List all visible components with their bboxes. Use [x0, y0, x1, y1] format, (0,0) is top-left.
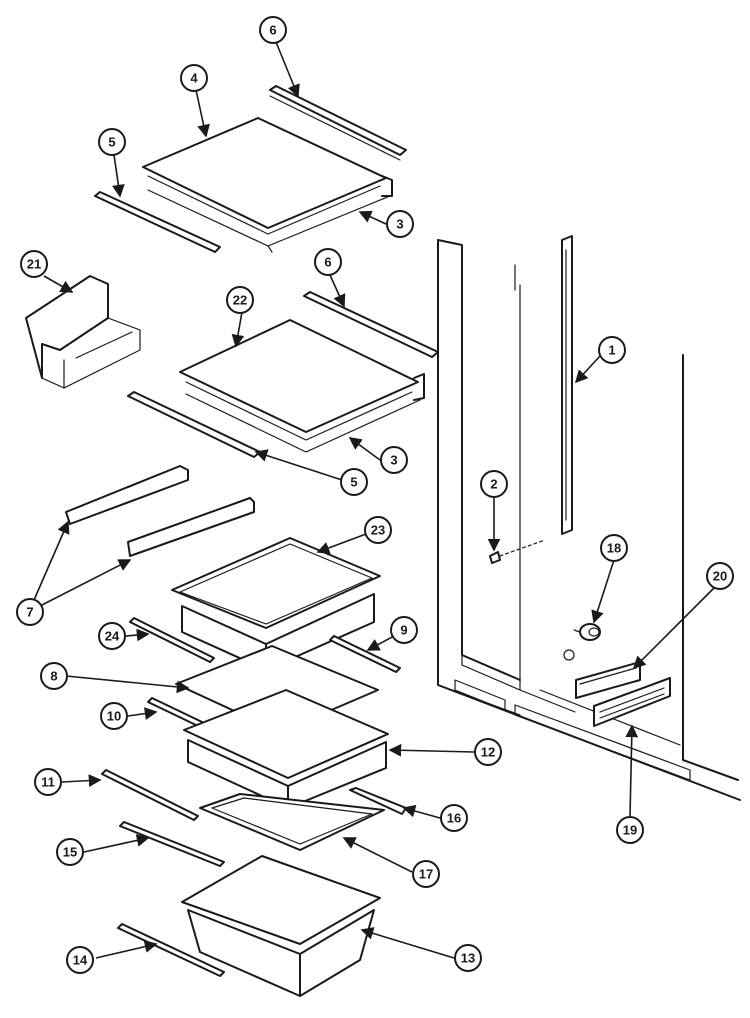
- callout-17: 17: [412, 860, 440, 888]
- svg-text:12: 12: [481, 745, 495, 760]
- callout-18: 18: [600, 534, 628, 562]
- leader-lines: [33, 41, 717, 959]
- callout-3-top: 3: [386, 210, 414, 238]
- callout-19: 19: [616, 816, 644, 844]
- callout-13: 13: [454, 944, 482, 972]
- shelf-rail-top-right: [269, 85, 407, 161]
- shelf-rail-top-left: [94, 191, 221, 253]
- svg-text:21: 21: [27, 257, 41, 272]
- shelf-rail-middle-right: [303, 291, 439, 358]
- svg-text:16: 16: [447, 811, 461, 826]
- light-shield: [593, 677, 671, 727]
- glass-shelf-middle: [179, 319, 421, 453]
- callout-4: 4: [180, 64, 208, 92]
- pan-rail-left: [101, 769, 199, 821]
- svg-text:10: 10: [107, 709, 121, 724]
- shelf-frame-top: [267, 175, 393, 253]
- callout-5-middle: 5: [340, 468, 368, 496]
- svg-text:22: 22: [233, 293, 247, 308]
- svg-text:14: 14: [73, 953, 88, 968]
- svg-text:23: 23: [371, 523, 385, 538]
- callout-6-top: 6: [259, 16, 287, 44]
- callout-3-middle: 3: [380, 446, 408, 474]
- svg-text:1: 1: [608, 343, 615, 358]
- callout-5-top: 5: [98, 128, 126, 156]
- svg-text:20: 20: [713, 569, 727, 584]
- callout-22: 22: [226, 286, 254, 314]
- shelf-frame-middle: [413, 373, 425, 401]
- control-knob: [563, 623, 601, 661]
- svg-text:13: 13: [461, 951, 475, 966]
- svg-text:11: 11: [41, 775, 55, 790]
- cabinet-liner: [437, 239, 741, 801]
- light-bracket: [575, 661, 641, 699]
- crisper-rail-left: [129, 617, 215, 663]
- callout-6-middle: 6: [314, 248, 342, 276]
- callout-15: 15: [56, 838, 84, 866]
- svg-text:17: 17: [419, 867, 433, 882]
- svg-text:7: 7: [26, 605, 33, 620]
- pan-rail-bottom: [117, 923, 225, 977]
- svg-text:4: 4: [190, 71, 198, 86]
- svg-text:5: 5: [350, 475, 357, 490]
- callout-14: 14: [66, 946, 94, 974]
- callout-12: 12: [474, 738, 502, 766]
- callout-11: 11: [34, 768, 62, 796]
- svg-text:5: 5: [108, 135, 115, 150]
- callout-16: 16: [440, 804, 468, 832]
- crisper-rails: [65, 465, 255, 557]
- svg-text:6: 6: [324, 255, 331, 270]
- svg-text:8: 8: [50, 669, 57, 684]
- pan-rail-middle: [119, 821, 225, 867]
- callout-8: 8: [40, 662, 68, 690]
- crisper-rail-right: [329, 635, 401, 673]
- crisper-pan-lower: [183, 689, 389, 809]
- callout-24: 24: [98, 622, 126, 650]
- callout-1: 1: [598, 336, 626, 364]
- svg-text:24: 24: [105, 629, 120, 644]
- svg-text:15: 15: [63, 845, 77, 860]
- callout-9: 9: [390, 616, 418, 644]
- shelf-ladder-rail: [561, 235, 573, 535]
- svg-text:3: 3: [390, 453, 397, 468]
- callout-2: 2: [480, 470, 508, 498]
- callout-10: 10: [100, 702, 128, 730]
- svg-text:2: 2: [490, 477, 497, 492]
- svg-text:19: 19: [623, 823, 637, 838]
- callout-7: 7: [16, 598, 44, 626]
- meat-pan: [181, 855, 381, 997]
- svg-text:9: 9: [400, 623, 407, 638]
- svg-text:18: 18: [607, 541, 621, 556]
- callout-23: 23: [364, 516, 392, 544]
- screw: [489, 539, 546, 564]
- callout-21: 21: [20, 250, 48, 278]
- svg-text:6: 6: [269, 23, 276, 38]
- svg-text:3: 3: [396, 217, 403, 232]
- pan-support-tray: [199, 793, 385, 851]
- callout-20: 20: [706, 562, 734, 590]
- crisper-pan-upper: [171, 537, 381, 671]
- dairy-bin: [25, 275, 141, 389]
